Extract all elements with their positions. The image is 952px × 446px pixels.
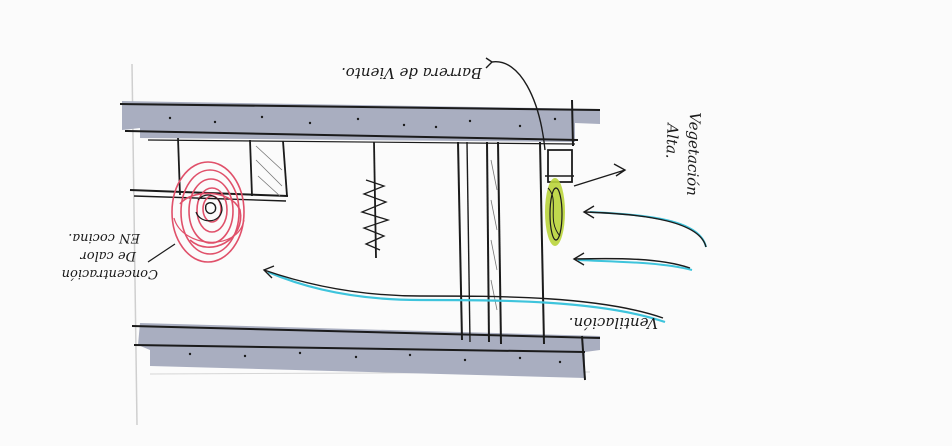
window-frame xyxy=(457,141,545,345)
bottom-slab xyxy=(131,323,601,381)
heat-spiral-icon xyxy=(171,161,245,263)
heat-leader-line xyxy=(147,243,176,263)
heat-label-line2: De calor xyxy=(80,248,137,263)
ventilation-label: Ventilación. xyxy=(569,314,658,332)
wind-barrier-label: Barrera de Viento. xyxy=(341,64,483,82)
vegetation-label: Vegetación Alta. xyxy=(662,112,704,196)
vegetation-label-line2: Alta. xyxy=(662,121,681,159)
vegetation-icon xyxy=(545,178,565,246)
vegetation-leader-line xyxy=(573,163,627,187)
wind-barrier-leader-line xyxy=(485,57,546,151)
heat-label-line1: Concentración xyxy=(62,266,158,281)
vegetation-label-line1: Vegetación xyxy=(683,112,704,196)
wind-barrier-box xyxy=(545,149,574,183)
pendant-element xyxy=(360,141,391,259)
heat-label: Concentración De calor EN cocina. xyxy=(62,230,158,281)
airflow-arrow-icon xyxy=(262,205,707,324)
top-slab xyxy=(119,99,601,147)
heat-label-line3: EN cocina. xyxy=(68,230,141,245)
